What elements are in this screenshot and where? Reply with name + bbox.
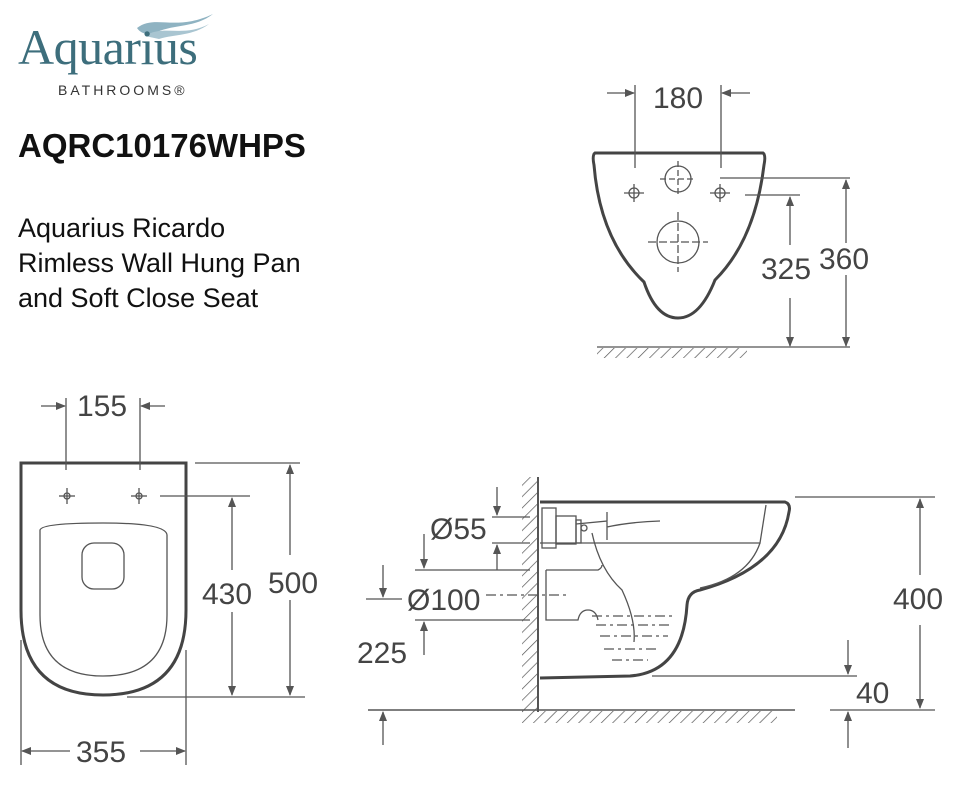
top-view xyxy=(19,398,305,765)
wave-logo-icon xyxy=(137,14,213,39)
description-line: Aquarius Ricardo xyxy=(18,213,226,243)
brand-subtitle: BATHROOMS® xyxy=(58,82,188,98)
dim-355: 355 xyxy=(76,736,126,769)
brand-logo: Aquarius xyxy=(18,19,198,75)
dim-225: 225 xyxy=(357,637,407,670)
dim-400: 400 xyxy=(893,583,943,616)
dim-155: 155 xyxy=(77,390,127,423)
description-line: and Soft Close Seat xyxy=(18,283,259,313)
dim-360: 360 xyxy=(819,243,869,276)
dim-180: 180 xyxy=(653,82,703,115)
rear-view xyxy=(591,85,850,358)
dim-325: 325 xyxy=(761,253,811,286)
dim-500: 500 xyxy=(268,567,318,600)
product-description: Aquarius Ricardo Rimless Wall Hung Pan a… xyxy=(18,211,301,316)
dim-outlet-diameter: Ø100 xyxy=(407,584,480,617)
description-line: Rimless Wall Hung Pan xyxy=(18,248,301,278)
dim-inlet-diameter: Ø55 xyxy=(430,513,487,546)
product-code: AQRC10176WHPS xyxy=(18,127,306,164)
dim-430: 430 xyxy=(202,578,252,611)
dim-40: 40 xyxy=(856,677,889,710)
side-view xyxy=(366,477,935,748)
